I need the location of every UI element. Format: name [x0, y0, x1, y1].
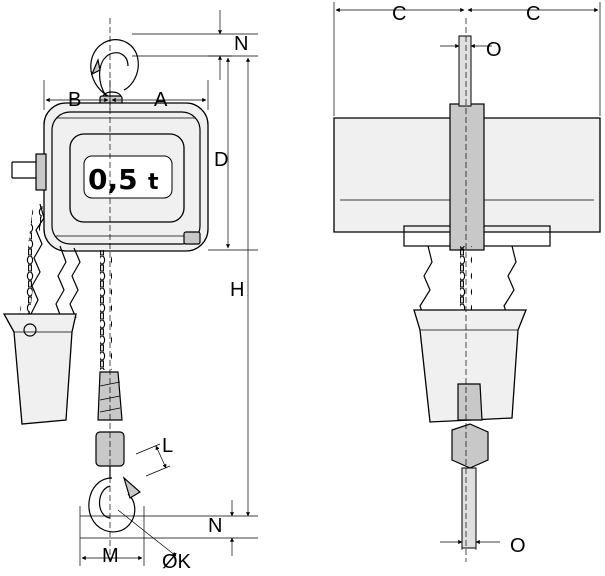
label-h: H — [230, 279, 244, 301]
side-view: 0,5 t — [2, 18, 209, 560]
label-c-right: C — [526, 3, 540, 25]
label-n-top: N — [234, 33, 248, 55]
label-c-left: C — [392, 3, 406, 25]
label-o-top: O — [486, 39, 502, 61]
label-l: L — [162, 435, 173, 457]
label-a: A — [154, 89, 168, 111]
capacity-unit: t — [148, 170, 159, 195]
label-o-bottom: O — [510, 535, 526, 557]
label-m: M — [102, 545, 119, 567]
dimension-labels: N B A D H L N M ØK C C O O — [68, 3, 540, 573]
side-chains — [19, 203, 112, 370]
front-view — [333, 18, 601, 562]
label-d: D — [214, 149, 228, 171]
chain-bucket — [2, 313, 77, 425]
hoist-body — [11, 102, 209, 252]
dimension-lines — [43, 2, 601, 566]
top-hook — [90, 39, 139, 107]
label-b: B — [68, 89, 81, 111]
label-k: ØK — [162, 551, 192, 573]
lower-hook — [88, 371, 142, 533]
capacity-value: 0,5 — [88, 163, 138, 196]
label-n-bottom: N — [208, 515, 222, 537]
